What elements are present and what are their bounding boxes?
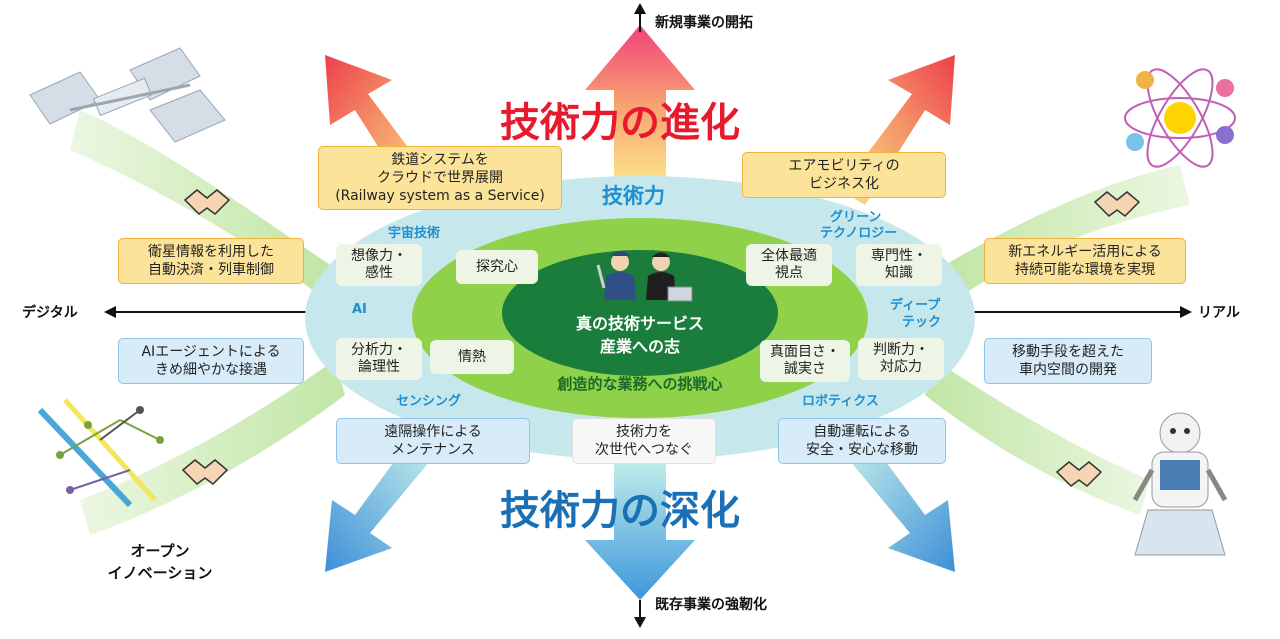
title-evolution: 技術力の進化	[500, 100, 740, 146]
example-vehicle-space: 移動手段を超えた 車内空間の開発	[984, 338, 1152, 384]
atom-icon	[1124, 68, 1236, 168]
handshake-icon-bottom-right	[1055, 461, 1103, 487]
engineers-icon	[596, 251, 693, 302]
core-ellipse	[502, 250, 778, 376]
network-icon	[37, 398, 164, 508]
quality-analysis: 分析力・ 論理性	[336, 338, 422, 380]
axis-arrowhead-bottom	[634, 617, 646, 628]
example-energy: 新エネルギー活用による 持続可能な環境を実現	[984, 238, 1186, 284]
arrow-down-center	[585, 455, 695, 600]
arrow-up-center	[585, 25, 695, 180]
example-satellite: 衛星情報を利用した 自動決済・列車制御	[118, 238, 304, 284]
right-axis-label: リアル	[1198, 305, 1240, 321]
example-raas: 鉄道システムを クラウドで世界展開 (Railway system as a S…	[318, 146, 562, 210]
green-band-bottom-left	[80, 360, 345, 535]
quality-curiosity: 探究心	[456, 250, 538, 284]
ring-label: 技術力	[602, 184, 665, 208]
robot-icon	[1132, 412, 1228, 556]
open-innovation-line1: オープン	[130, 542, 190, 560]
quality-judgment: 判断力・ 対応力	[858, 338, 944, 380]
field-ai: AI	[352, 302, 367, 317]
example-air-mobility: エアモビリティの ビジネス化	[742, 152, 946, 198]
quality-sincerity: 真面目さ・ 誠実さ	[760, 340, 850, 382]
handshake-icon-bottom-left	[181, 459, 229, 485]
title-deepening: 技術力の深化	[500, 488, 740, 534]
left-axis-label: デジタル	[22, 305, 78, 321]
field-green-line2: テクノロジー	[820, 226, 898, 241]
challenge-text: 創造的な業務への挑戦心	[557, 375, 723, 393]
example-remote-maintenance: 遠隔操作による メンテナンス	[336, 418, 530, 464]
core-text-line1: 真の技術サービス	[575, 314, 704, 333]
handshake-icon-top-left	[183, 189, 231, 215]
arrow-down-right	[845, 440, 955, 572]
field-green-line1: グリーン	[830, 210, 882, 225]
field-deep-line2: テック	[902, 315, 942, 330]
field-deep-line1: ディープ	[890, 298, 941, 313]
axis-arrowhead-right	[1180, 306, 1192, 318]
core-text-line2: 産業への志	[599, 337, 680, 356]
quality-overall-view: 全体最適 視点	[746, 244, 832, 286]
field-sensing: センシング	[396, 394, 462, 409]
open-innovation-line2: イノベーション	[107, 564, 213, 582]
axis-arrowhead-top	[634, 3, 646, 14]
example-autonomous-driving: 自動運転による 安全・安心な移動	[778, 418, 946, 464]
example-ai-agent: AIエージェントによる きめ細やかな接遇	[118, 338, 304, 384]
arrow-down-left	[325, 440, 435, 572]
top-axis-label: 新規事業の開拓	[655, 15, 753, 31]
axis-arrowhead-left	[104, 306, 116, 318]
quality-imagination: 想像力・ 感性	[336, 244, 422, 286]
quality-passion: 情熱	[430, 340, 514, 374]
bottom-axis-label: 既存事業の強靭化	[655, 597, 767, 613]
handshake-icon-top-right	[1093, 191, 1141, 217]
quality-expertise: 専門性・ 知識	[856, 244, 942, 286]
satellite-icon	[29, 47, 226, 143]
example-next-generation: 技術力を 次世代へつなぐ	[572, 418, 716, 464]
field-robotics: ロボティクス	[802, 394, 879, 409]
field-space: 宇宙技術	[388, 226, 441, 241]
